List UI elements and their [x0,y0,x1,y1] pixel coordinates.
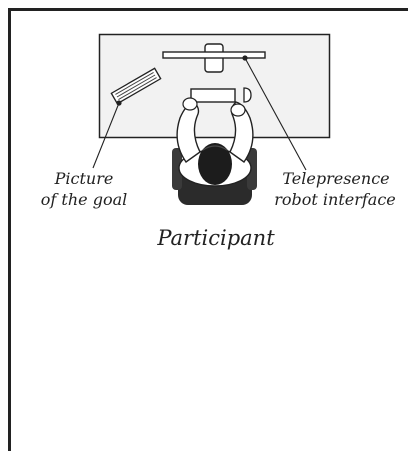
label-telepresence-line1: Telepresence [282,169,389,188]
keyboard [191,89,235,102]
mouse [244,88,251,102]
label-picture-line1: Picture [54,169,114,188]
label-picture-line2: of the goal [41,190,127,209]
label-telepresence-line2: robot interface [274,190,396,209]
label-participant: Participant [156,226,275,250]
